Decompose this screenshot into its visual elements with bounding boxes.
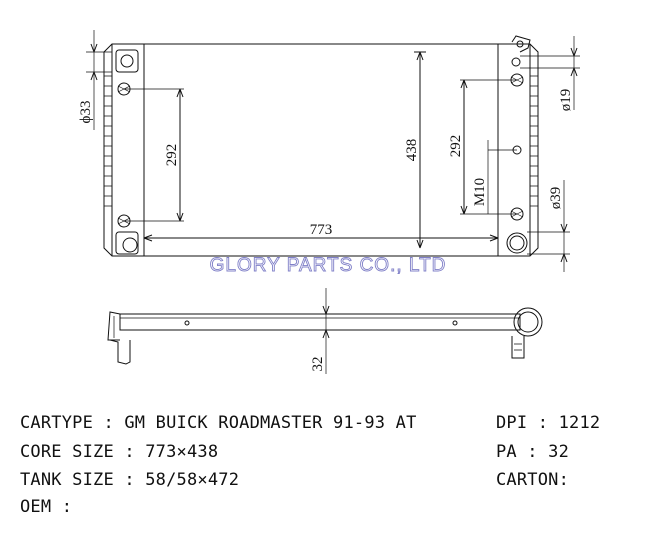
- spec-dpi: DPI : 1212: [496, 413, 601, 433]
- dim-right-mount-spacing: 292: [448, 135, 464, 158]
- dim-left-mount-spacing: 292: [164, 144, 180, 167]
- spec-core-size: CORE SIZE : 773×438: [20, 442, 219, 462]
- dim-thread: M10: [472, 178, 488, 206]
- spec-tank-size: TANK SIZE : 58/58×472: [20, 470, 240, 490]
- dim-core-width: 773: [310, 222, 333, 238]
- dim-core-height: 438: [404, 139, 420, 162]
- dim-right-outlet: ø39: [548, 187, 564, 210]
- dim-thickness: 32: [310, 357, 326, 372]
- dim-right-top-port: ø19: [558, 89, 574, 112]
- radiator-top-view: [107, 307, 543, 365]
- right-tank: [497, 35, 539, 257]
- dim-left-inlet: ϕ33: [78, 101, 94, 124]
- spec-cartype: CARTYPE : GM BUICK ROADMASTER 91-93 AT: [20, 413, 417, 433]
- spec-oem: OEM :: [20, 497, 73, 517]
- left-tank: [103, 43, 145, 257]
- spec-carton: CARTON:: [496, 470, 570, 490]
- spec-pa: PA : 32: [496, 442, 570, 462]
- watermark: GLORY PARTS CO., LTD: [210, 255, 447, 276]
